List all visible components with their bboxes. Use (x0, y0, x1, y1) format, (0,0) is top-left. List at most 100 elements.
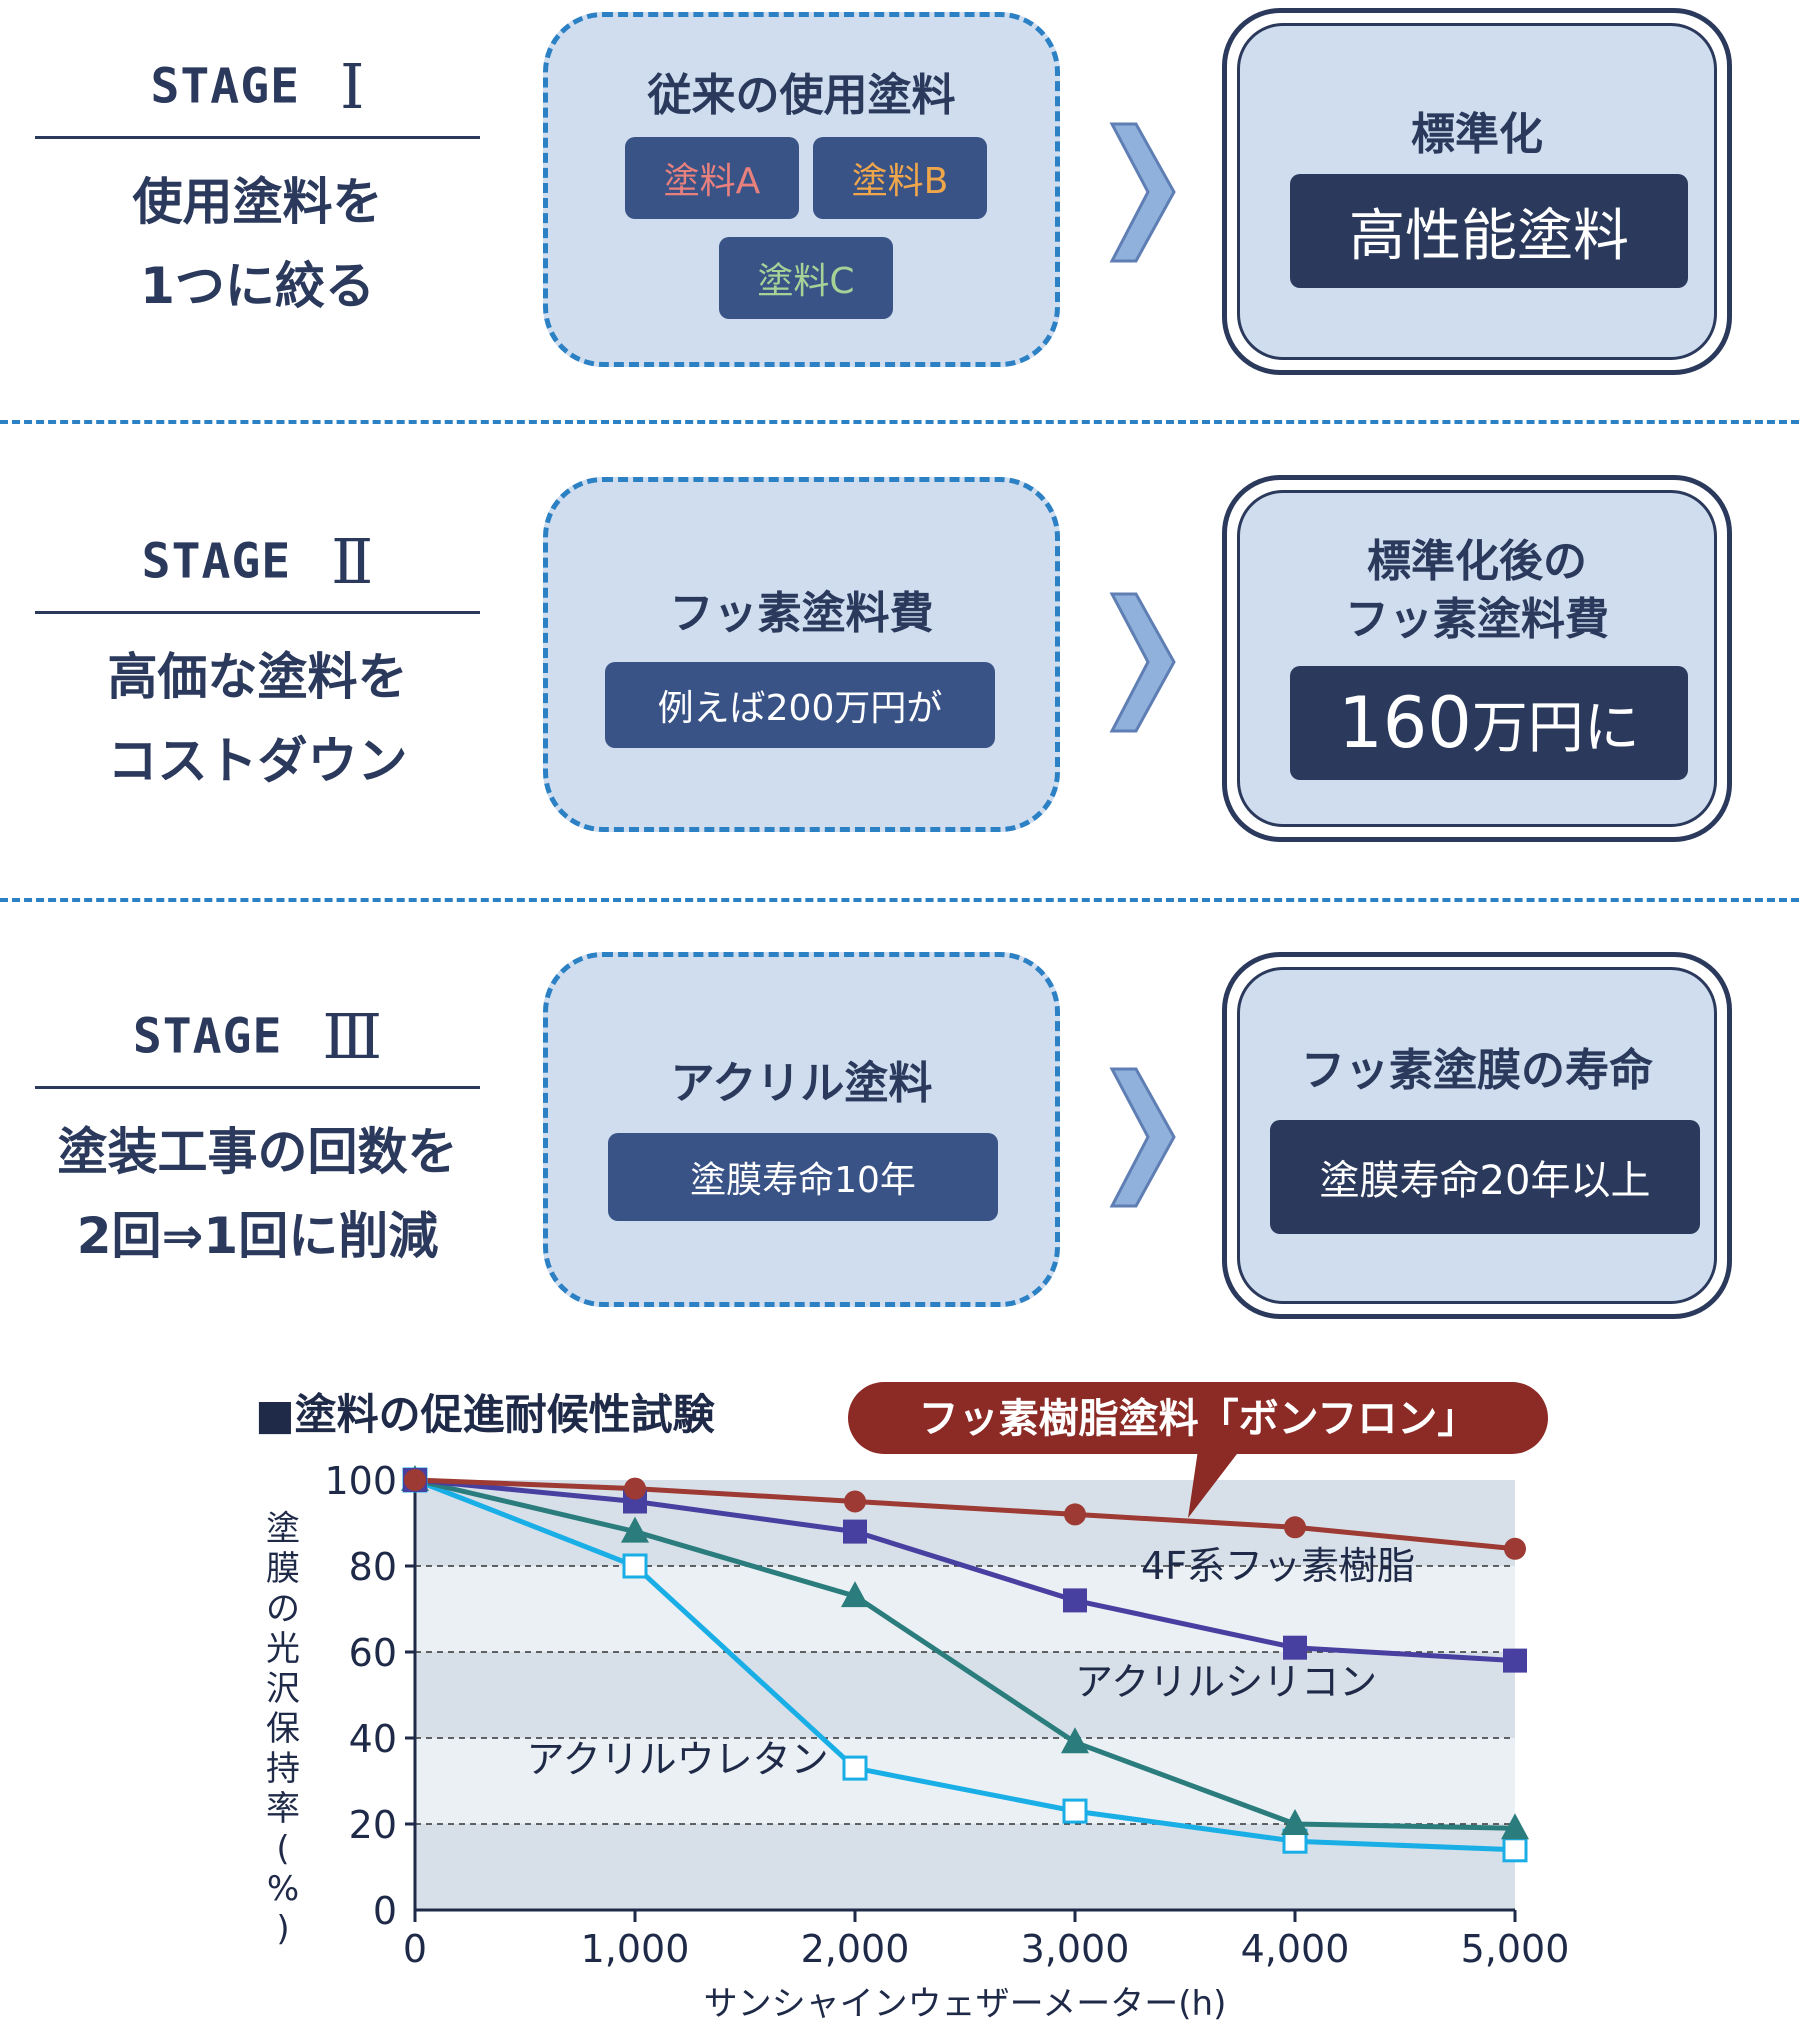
stage-3-result-box: フッ素塗膜の寿命 塗膜寿命20年以上 (1222, 952, 1732, 1319)
chevron-right-icon (1109, 592, 1176, 733)
data-point (843, 1519, 867, 1544)
stage-3-description: 塗装工事の回数を 2回⇒1回に削減 (35, 1110, 480, 1278)
result-value: 塗膜寿命20年以上 (1319, 1158, 1651, 1204)
section-divider (0, 898, 1799, 902)
current-paint-heading: 従来の使用塗料 (647, 70, 956, 121)
stage-1-result-box: 標準化 高性能塗料 (1222, 8, 1732, 375)
stage-3-label: STAGE Ⅲ 塗装工事の回数を 2回⇒1回に削減 (35, 950, 480, 1370)
result-heading-line: フッ素塗料費 (1345, 594, 1609, 645)
data-point (842, 1755, 868, 1781)
acrylic-life-pill: 塗膜寿命10年 (608, 1133, 998, 1221)
stage-numeral: Ⅲ (322, 1000, 383, 1073)
chevron-right-icon (1109, 122, 1176, 263)
x-tick-label: 5,000 (1461, 1927, 1570, 1971)
x-tick-label: 2,000 (801, 1927, 910, 1971)
stage-2-description: 高価な塗料を コストダウン (35, 635, 480, 803)
data-point (1503, 1648, 1527, 1673)
stage-desc-line: 1つに絞る (140, 257, 375, 315)
paint-c-pill: 塗料C (719, 237, 893, 319)
series-points (401, 1465, 1529, 1863)
data-point (622, 1553, 648, 1579)
acrylic-paint-heading: アクリル塗料 (670, 1058, 933, 1109)
result-value-unit: 万円に (1471, 695, 1640, 761)
y-axis-label-char: 光 (266, 1629, 300, 1669)
acrylic-life-value: 塗膜寿命10年 (690, 1160, 916, 1201)
series-line (414, 1477, 1516, 1831)
current-cost-value: 例えば200万円が (657, 688, 943, 729)
stage-1-title: STAGE Ⅰ (35, 50, 480, 140)
data-point (1284, 1516, 1306, 1539)
plot-band (415, 1738, 1515, 1824)
stage-word: STAGE (132, 1008, 283, 1065)
stage-1-current-box: 従来の使用塗料 塗料A 塗料B 塗料C (543, 12, 1060, 367)
chart-title: ■塗料の促進耐候性試験 (255, 1390, 716, 1439)
current-cost-pill: 例えば200万円が (605, 662, 995, 748)
x-tick-label: 1,000 (581, 1927, 690, 1971)
stage-desc-line: 2回⇒1回に削減 (76, 1207, 439, 1265)
series-label: 4F系フッ素樹脂 (1141, 1544, 1415, 1588)
stage-1-description: 使用塗料を 1つに絞る (35, 160, 480, 328)
data-point (1281, 1809, 1309, 1835)
stage-3-title: STAGE Ⅲ (35, 1000, 480, 1090)
result-value-pill: 塗膜寿命20年以上 (1270, 1120, 1700, 1234)
callout-text: フッ素樹脂塗料「ボンフロン」 (919, 1396, 1478, 1442)
series-label: アクリルシリコン (1075, 1660, 1377, 1704)
y-tick-label: 100 (324, 1459, 397, 1503)
stage-numeral: Ⅰ (340, 50, 365, 123)
stage-desc-line: 使用塗料を (132, 173, 383, 231)
y-axis-label-char: ( (276, 1829, 289, 1869)
series-line (414, 1477, 1516, 1552)
plot-band (415, 1566, 1515, 1652)
series-line (414, 1477, 1516, 1664)
data-point (404, 1469, 426, 1491)
y-axis-label-char: 率 (266, 1789, 300, 1829)
result-value-pill: 高性能塗料 (1290, 174, 1688, 288)
x-axis-label: サンシャインウェザーメーター(h) (704, 1984, 1227, 2023)
stage-3-current-box: アクリル塗料 塗膜寿命10年 (543, 952, 1060, 1307)
stage-rule (35, 611, 480, 614)
stage-1-label: STAGE Ⅰ 使用塗料を 1つに絞る (35, 0, 480, 420)
y-tick-label: 0 (373, 1889, 397, 1933)
y-axis-label-char: % (267, 1869, 299, 1909)
section-divider (0, 420, 1799, 424)
result-heading: 標準化 (1411, 109, 1543, 160)
series-lines (414, 1477, 1516, 1853)
axes (405, 1478, 1517, 1922)
stage-word: STAGE (150, 58, 300, 115)
stage-2-current-box: フッ素塗料費 例えば200万円が (543, 477, 1060, 832)
stage-word: STAGE (141, 533, 292, 590)
result-value: 高性能塗料 (1349, 203, 1629, 269)
x-tick-label: 0 (403, 1927, 427, 1971)
result-heading: 標準化後の フッ素塗料費 (1240, 533, 1714, 649)
series-label: アクリルウレタン (526, 1737, 828, 1781)
plot-band (415, 1824, 1515, 1910)
x-tick-label: 4,000 (1241, 1927, 1350, 1971)
y-axis-label-char: 保 (266, 1709, 300, 1749)
y-tick-label: 60 (349, 1631, 397, 1675)
stage-rule (35, 136, 480, 139)
stage-desc-line: 塗装工事の回数を (57, 1123, 458, 1181)
current-cost-heading: フッ素塗料費 (669, 588, 934, 639)
paint-c-label: 塗料C (757, 261, 855, 302)
stage-desc-line: 高価な塗料を (107, 648, 408, 706)
data-point (1502, 1837, 1528, 1863)
y-axis-label-char: 膜 (266, 1549, 300, 1589)
data-point (1501, 1813, 1529, 1840)
series-line (414, 1477, 1516, 1853)
data-point (624, 1477, 646, 1500)
paint-b-label: 塗料B (851, 161, 949, 202)
data-point (841, 1581, 869, 1608)
data-point (1063, 1588, 1087, 1613)
result-inner-frame: フッ素塗膜の寿命 塗膜寿命20年以上 (1237, 967, 1717, 1304)
data-point (1061, 1727, 1089, 1754)
chevron-right-icon (1109, 1067, 1176, 1208)
